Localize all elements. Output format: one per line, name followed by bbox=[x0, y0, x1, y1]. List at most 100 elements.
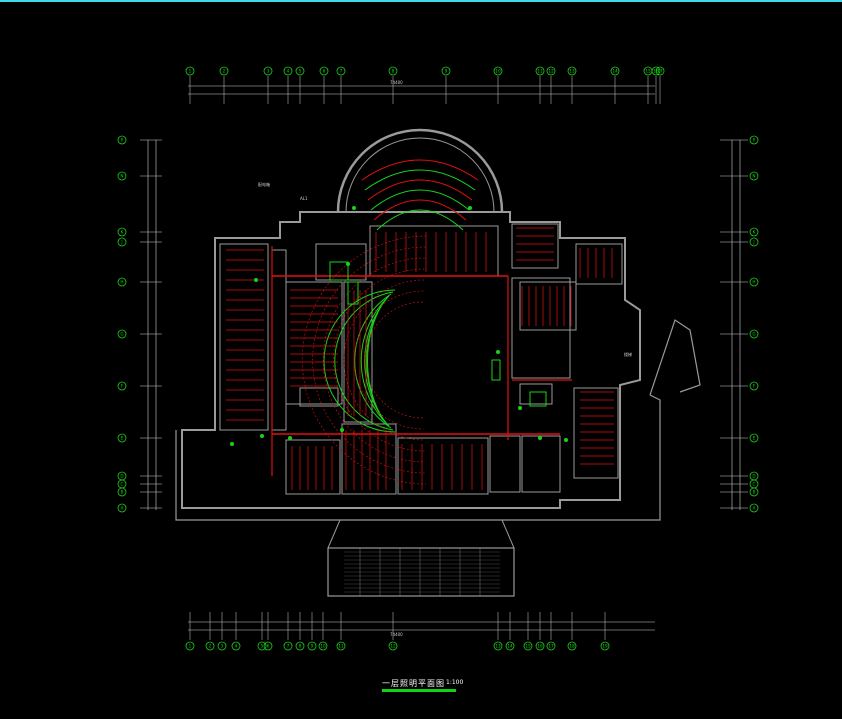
bottom-grid-bubble bbox=[263, 641, 273, 651]
top-grid-bubble-label: 12 bbox=[548, 69, 554, 74]
emergency-light-fixture bbox=[340, 428, 344, 432]
room-partition bbox=[285, 281, 343, 405]
bottom-grid-bubble-label: 5 bbox=[261, 644, 264, 649]
room-partition bbox=[489, 435, 521, 493]
top-grid-bubble-label: 3 bbox=[267, 69, 270, 74]
top-grid-bubble bbox=[295, 66, 305, 76]
bottom-total-dimension: 74400 bbox=[390, 632, 403, 637]
dimension-lines bbox=[140, 76, 748, 640]
right-grid-bubble bbox=[749, 381, 759, 391]
auditorium-seating bbox=[301, 159, 479, 485]
bottom-grid-bubble bbox=[493, 641, 503, 651]
top-grid-bubble bbox=[388, 66, 398, 76]
seat-row-red bbox=[312, 246, 426, 474]
stair-label: 楼梯 bbox=[624, 352, 632, 357]
top-total-dimension: 74400 bbox=[390, 80, 403, 85]
emergency-light-fixture bbox=[496, 350, 500, 354]
room-partition bbox=[573, 387, 619, 479]
dome-seat-row bbox=[373, 199, 467, 221]
bottom-grid-bubble bbox=[567, 641, 577, 651]
bottom-grid-bubble bbox=[505, 641, 515, 651]
bottom-grid-bubble bbox=[388, 641, 398, 651]
left-grid-bubble bbox=[117, 433, 127, 443]
right-grid-bubble-label: B bbox=[753, 490, 756, 495]
bottom-grid-bubble-label: 9 bbox=[311, 644, 314, 649]
left-grid-bubble-label: A bbox=[121, 506, 124, 511]
bottom-grid-bubble-label: 16 bbox=[537, 644, 543, 649]
room-partition bbox=[369, 225, 499, 277]
dome-inner-wall bbox=[345, 137, 495, 213]
left-grid-bubble-label: H bbox=[120, 280, 123, 285]
bottom-grid-bubble-label: 19 bbox=[602, 644, 608, 649]
left-grid-bubble bbox=[117, 277, 127, 287]
dome-seat-row bbox=[364, 169, 476, 191]
top-grid-bubble bbox=[263, 66, 273, 76]
seat-row-red bbox=[343, 279, 425, 441]
room-partition bbox=[285, 439, 341, 495]
angled-wing bbox=[649, 319, 701, 396]
top-grid-bubble bbox=[655, 66, 665, 76]
right-grid-bubble bbox=[749, 503, 759, 513]
right-grid-bubble bbox=[749, 329, 759, 339]
bottom-grid-bubble-label: 12 bbox=[390, 644, 396, 649]
room-partition bbox=[397, 437, 489, 495]
right-grid-bubble-label: C bbox=[753, 482, 756, 487]
top-grid-bubble-label: 1 bbox=[189, 69, 192, 74]
left-grid-bubble-label: B bbox=[121, 490, 124, 495]
emergency-panel bbox=[529, 391, 547, 407]
left-grid-bubble bbox=[117, 329, 127, 339]
room-partition bbox=[341, 423, 397, 495]
bottom-grid-bubble bbox=[217, 641, 227, 651]
left-grid-bubble-label: N bbox=[120, 174, 123, 179]
top-grid-bubble bbox=[567, 66, 577, 76]
bottom-grid-bubble bbox=[535, 641, 545, 651]
top-grid-bubble bbox=[535, 66, 545, 76]
outer-terrace bbox=[175, 394, 661, 521]
top-grid-bubble-label: 15 bbox=[645, 69, 651, 74]
emergency-panel bbox=[491, 359, 501, 381]
room-partition bbox=[521, 435, 561, 493]
top-grid-bubble-label: 10 bbox=[495, 69, 501, 74]
bottom-grid-bubble-label: 17 bbox=[548, 644, 554, 649]
top-grid-bubble bbox=[493, 66, 503, 76]
left-grid-bubble bbox=[117, 171, 127, 181]
dome-seat-row bbox=[370, 189, 470, 211]
top-grid-bubble-label: 8 bbox=[392, 69, 395, 74]
room-partition bbox=[511, 277, 571, 379]
right-grid-bubble bbox=[749, 487, 759, 497]
emergency-light-fixture bbox=[346, 262, 350, 266]
right-grid-bubble-label: G bbox=[752, 332, 755, 337]
room-partition bbox=[271, 249, 287, 431]
right-grid-bubble bbox=[749, 227, 759, 237]
right-grid-bubble-label: K bbox=[753, 230, 756, 235]
building-walls bbox=[175, 128, 701, 597]
room-partition bbox=[519, 383, 553, 405]
room-partition bbox=[299, 387, 339, 407]
top-grid-bubble-label: 13 bbox=[569, 69, 575, 74]
bottom-grid-bubble-label: 1 bbox=[189, 644, 192, 649]
bottom-grid-bubble-label: 3 bbox=[221, 644, 224, 649]
bottom-grid-bubble bbox=[295, 641, 305, 651]
top-grid-bubble bbox=[441, 66, 451, 76]
right-grid-bubble bbox=[749, 237, 759, 247]
right-grid-bubble-label: J bbox=[752, 240, 754, 245]
bottom-grid-bubble bbox=[523, 641, 533, 651]
top-grid-bubble bbox=[610, 66, 620, 76]
drawing-title: 一层照明平面图 bbox=[382, 679, 445, 688]
distribution-note: 配电箱 bbox=[258, 182, 270, 187]
seat-row-green bbox=[334, 291, 394, 431]
bottom-grid-bubble-label: 18 bbox=[569, 644, 575, 649]
top-grid-bubble-label: 6 bbox=[323, 69, 326, 74]
room-partition bbox=[519, 281, 577, 331]
bottom-grid-bubble-label: 10 bbox=[320, 644, 326, 649]
emergency-light-fixture bbox=[260, 434, 264, 438]
top-grid-bubble-label: 4 bbox=[287, 69, 290, 74]
seat-row-green bbox=[323, 289, 396, 433]
left-grid-bubble bbox=[117, 135, 127, 145]
right-grid-bubble-label: E bbox=[753, 436, 756, 441]
emergency-light-fixture bbox=[288, 436, 292, 440]
bottom-grid-bubble bbox=[205, 641, 215, 651]
bottom-grid-bubble-label: 4 bbox=[235, 644, 238, 649]
top-grid-bubble-label: 2 bbox=[223, 69, 226, 74]
